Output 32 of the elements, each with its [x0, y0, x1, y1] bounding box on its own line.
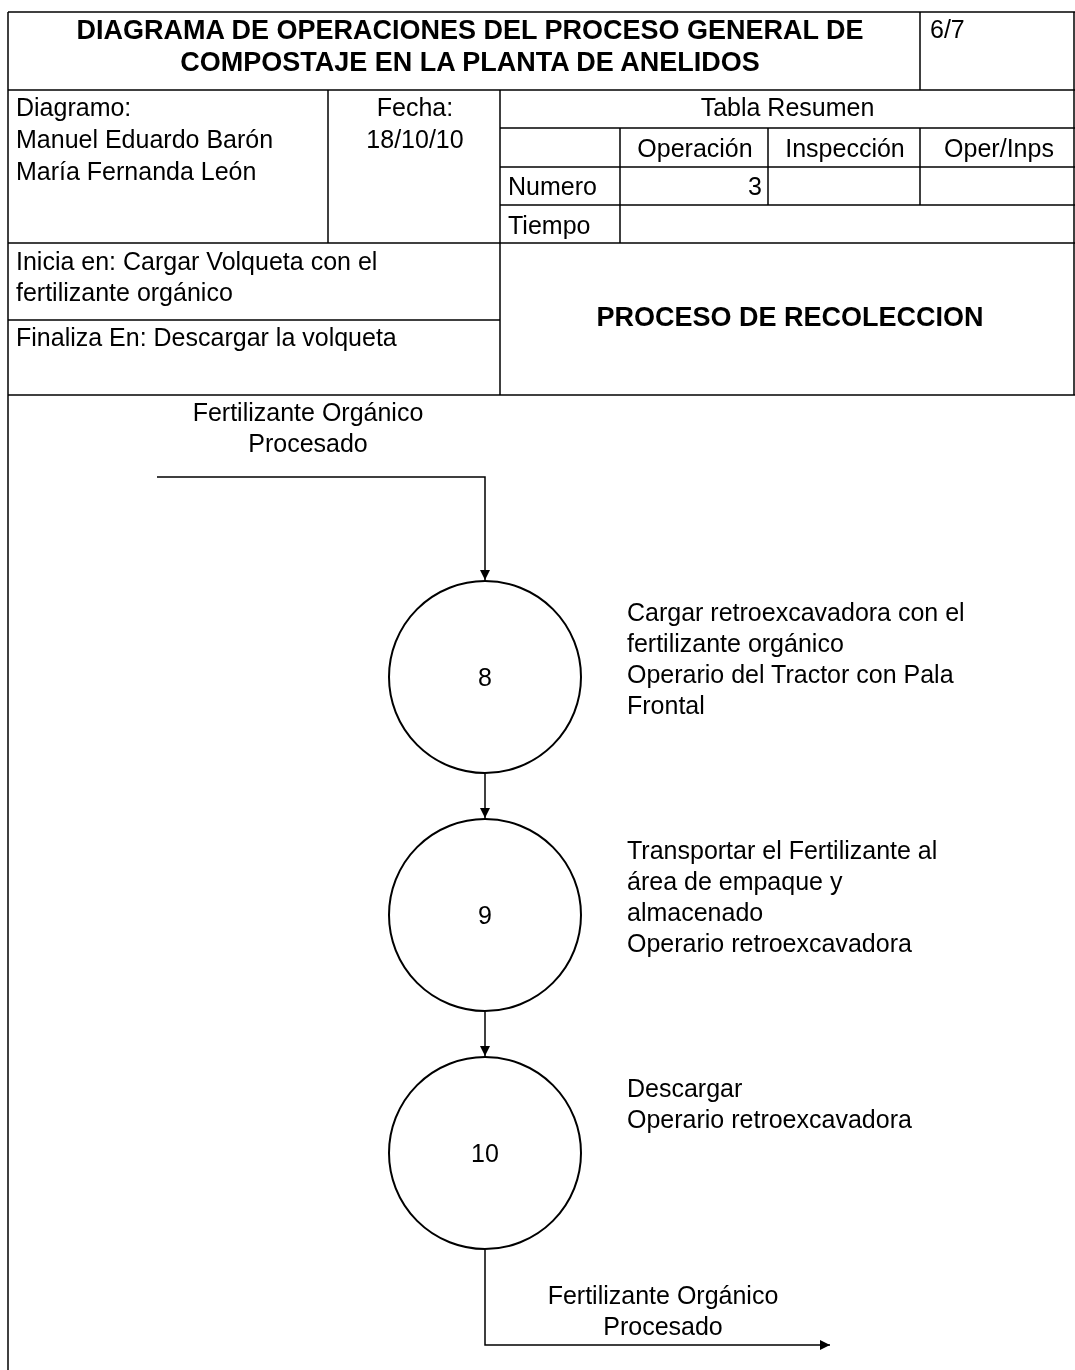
table-heading: Diagramo: — [16, 92, 133, 123]
table-heading: Oper/Inps — [943, 133, 1055, 164]
step-description: Operario del Tractor con Pala Frontal — [627, 659, 955, 721]
start-note: Inicia en: Cargar Volqueta con el fertilizante orgánico — [16, 246, 379, 308]
date-value: 18/10/10 — [365, 124, 465, 155]
count-value: 3 — [747, 171, 762, 202]
table-heading: Fecha: — [375, 92, 455, 123]
table-heading: Tabla Resumen — [699, 92, 876, 123]
edge-label: Fertilizante Orgánico Procesado — [191, 397, 425, 459]
arrow — [480, 1011, 490, 1057]
row-heading: Tiempo — [508, 210, 592, 241]
step-number: 8 — [478, 662, 492, 692]
arrow — [156, 476, 490, 581]
edge-label: Fertilizante Orgánico Procesado — [546, 1280, 780, 1342]
step-number: 10 — [471, 1138, 499, 1168]
arrow — [480, 773, 490, 819]
arrow — [484, 1249, 831, 1350]
section-heading: PROCESO DE RECOLECCION — [595, 302, 985, 333]
step-description: Cargar retroexcavadora con el fertilizante orgánico — [627, 597, 966, 659]
author-name: Manuel Eduardo Barón — [16, 124, 275, 155]
step-description: Descargar — [627, 1073, 744, 1104]
table-heading: Inspección — [784, 133, 906, 164]
end-note: Finaliza En: Descargar la volqueta — [16, 322, 398, 353]
row-heading: Numero — [508, 171, 598, 202]
page-number: 6/7 — [930, 14, 966, 45]
author-name: María Fernanda León — [16, 156, 258, 187]
table-heading: Operación — [636, 133, 754, 164]
step-description: Operario retroexcavadora — [627, 1104, 913, 1135]
step-description: Operario retroexcavadora — [627, 928, 913, 959]
step-description: Transportar el Fertilizante al área de empaque y almacenado — [627, 835, 939, 928]
title: DIAGRAMA DE OPERACIONES DEL PROCESO GENERAL DE COMPOSTAJE EN LA PLANTA DE ANELIDOS — [75, 14, 865, 78]
step-number: 9 — [478, 900, 492, 930]
